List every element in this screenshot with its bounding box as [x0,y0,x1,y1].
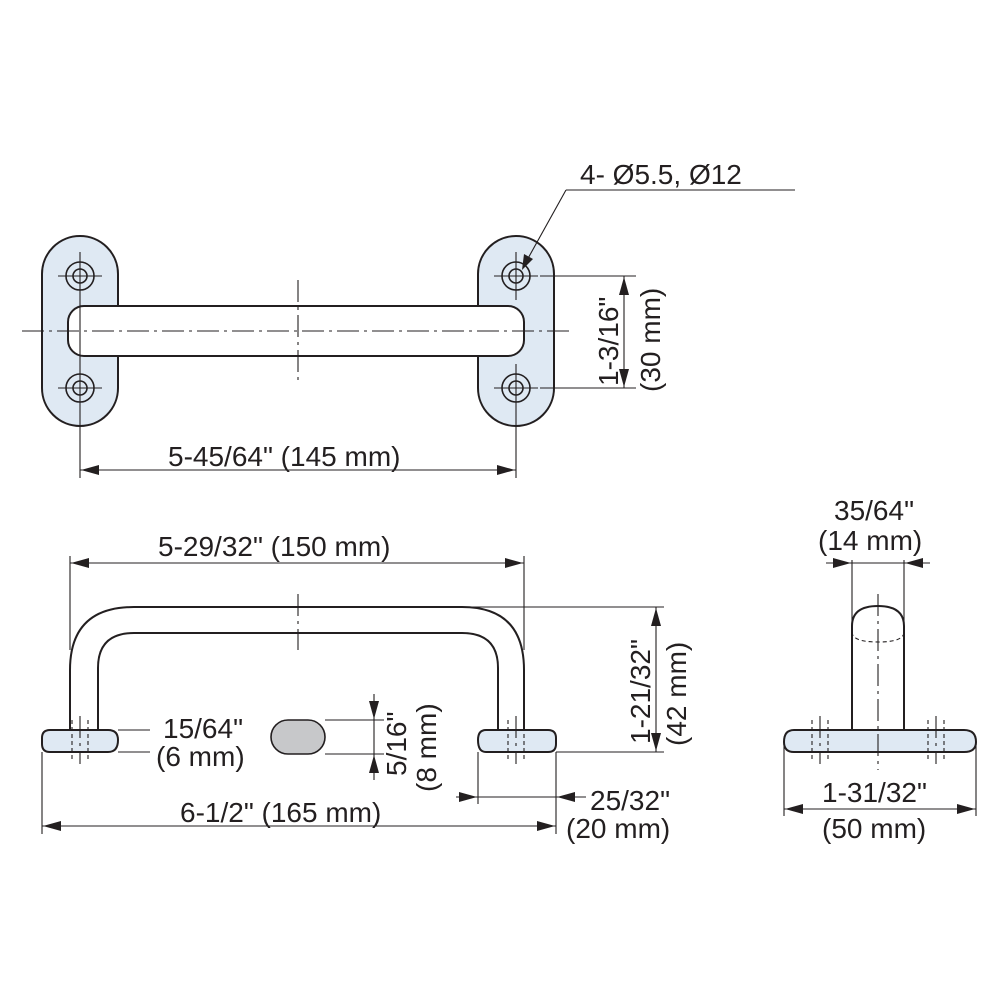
right-foot [476,729,557,753]
top-view: 4- Ø5.5, Ø12 1-3/16" (30 mm) 5-45/64" (1… [22,159,795,478]
grip-width-metric: (14 mm) [818,525,922,556]
grip-width-dimension: 35/64" (14 mm) [818,495,930,630]
foot-width-imperial: 25/32" [590,785,670,816]
front-view: 5-29/32" (150 mm) 1-21/32" (42 mm) 15/64… [41,531,692,844]
mounting-hole-top-left [58,252,102,300]
mounting-hole-top-right [494,252,538,300]
height-imperial: 1-21/32" [625,639,656,744]
hole-spacing-dimension: 1-3/16" (30 mm) [540,275,666,392]
plate-thickness-imperial: 15/64" [163,713,243,744]
grip-width-imperial: 35/64" [834,495,914,526]
side-view: 35/64" (14 mm) 1-31/32" (50 mm) [782,495,978,844]
plate-thickness-dimension: 15/64" (6 mm) [118,713,245,772]
hole-callout-label: 4- Ø5.5, Ø12 [580,159,742,190]
foot-width-dimension: 25/32" (20 mm) [456,752,670,844]
side-base-plate [782,729,978,753]
mounting-hole-bottom-right [494,364,538,478]
hole-pitch-label: 5-45/64" (145 mm) [168,441,400,472]
handle-body-front [69,606,525,731]
foot-width-metric: (20 mm) [566,813,670,844]
height-metric: (42 mm) [661,642,692,746]
overall-length-dimension: 6-1/2" (165 mm) [41,752,557,834]
base-width-metric: (50 mm) [822,813,926,844]
base-width-imperial: 1-31/32" [822,777,927,808]
hole-pitch-dimension: 5-45/64" (145 mm) [80,441,516,475]
slot-imperial: 5/16" [381,712,412,776]
base-width-dimension: 1-31/32" (50 mm) [783,742,977,844]
slot: 5/16" (8 mm) [270,694,442,792]
slot-shape [270,719,326,755]
left-foot [41,729,120,753]
height-dimension: 1-21/32" (42 mm) [462,606,692,753]
slot-metric: (8 mm) [411,703,442,792]
plate-thickness-metric: (6 mm) [156,741,245,772]
mounting-hole-bottom-left [58,364,102,478]
hole-spacing-imperial: 1-3/16" [593,297,624,386]
overall-span-label: 5-29/32" (150 mm) [158,531,390,562]
hole-spacing-metric: (30 mm) [635,288,666,392]
hole-callout: 4- Ø5.5, Ø12 [522,159,795,270]
overall-length-label: 6-1/2" (165 mm) [180,797,381,828]
overall-span-dimension: 5-29/32" (150 mm) [69,531,525,650]
